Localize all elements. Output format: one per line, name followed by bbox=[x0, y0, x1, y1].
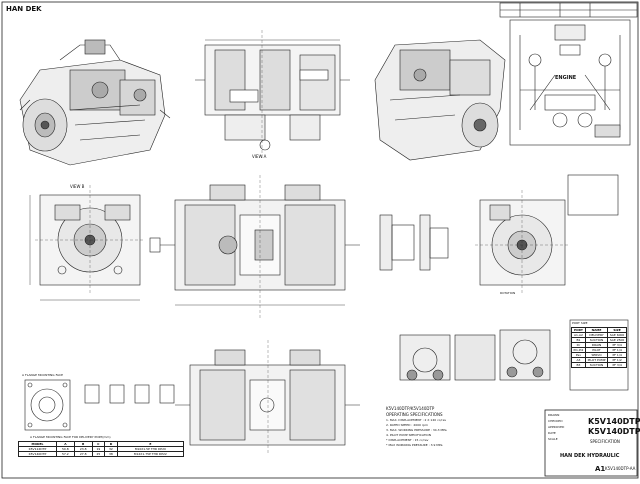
rotation-label: ROTATION bbox=[500, 291, 516, 295]
table-cell: 38 bbox=[104, 451, 118, 457]
table-cell: PF 3/4 bbox=[607, 362, 627, 368]
spec-line: 3. MAX. WORKING PRESSURE : 34.3 MPa bbox=[386, 428, 447, 432]
port-table-title: PORT SIZE bbox=[572, 321, 588, 325]
table-cell: SAE 6000 bbox=[607, 332, 627, 338]
table-cell: K5V140DTP bbox=[18, 451, 57, 457]
flange-table-title: A FLANGE MOUNTING FACE FOR DELIVERY PORT… bbox=[30, 435, 111, 439]
side-profiles bbox=[379, 214, 449, 271]
table-row: K5V140DTP 57.2 27.8 25 38 M12X1.75P THR … bbox=[18, 451, 185, 457]
small-views bbox=[399, 329, 551, 381]
table-cell: 27.8 bbox=[73, 451, 93, 457]
date-label: DATE bbox=[548, 431, 556, 435]
front-view-right bbox=[475, 190, 570, 295]
title-block-frame bbox=[544, 409, 638, 477]
plan-view-center bbox=[149, 175, 360, 320]
iso-pump-left bbox=[19, 39, 171, 166]
sheet-size: A1 bbox=[595, 465, 606, 473]
table-cell: 25 bbox=[91, 451, 106, 457]
side-view-top bbox=[195, 30, 350, 160]
spec-line: 1. MAX. DISPLACEMENT : 2 X 140 cc/rev bbox=[386, 418, 447, 422]
table-cell: B3 bbox=[571, 362, 586, 368]
scale-label: SCALE bbox=[548, 437, 558, 441]
iso-pump-right bbox=[374, 39, 506, 161]
table-cell: Pi1,Pi2 bbox=[571, 347, 586, 353]
view-b-label: VIEW B bbox=[70, 184, 85, 189]
approved-label: APPROVED bbox=[548, 425, 565, 429]
view-a-label: VIEW A bbox=[252, 154, 267, 159]
spec-line: 4. PILOT PUMP SPECIFICATION bbox=[386, 433, 432, 437]
spec-table-frame bbox=[567, 174, 619, 216]
plan-view-lower bbox=[175, 340, 360, 455]
spec-heading-2: OPERATING SPECIFICATIONS bbox=[386, 412, 443, 417]
spec-line: * DISPLACEMENT : 15 cc/rev bbox=[386, 438, 429, 442]
spec-heading-1: K5V140DTP/K5V140DTP bbox=[386, 406, 435, 411]
table-cell: SUCTION bbox=[584, 362, 609, 368]
engine-label: ENGINE bbox=[555, 75, 577, 81]
table-cell: M12X1.75P THR DP22 bbox=[116, 451, 185, 457]
flange-face bbox=[24, 379, 175, 431]
flange-view-label: A FLANGE MOUNTING FACE bbox=[22, 373, 64, 377]
drawn-label: DRAWN bbox=[548, 413, 560, 417]
spec-line: 2. RATED SPEED : 2000 rpm bbox=[386, 423, 428, 427]
table-cell: 57.2 bbox=[55, 451, 75, 457]
hydraulic-circuit bbox=[509, 19, 631, 146]
model-title-2: K5V140DTP bbox=[588, 427, 640, 436]
table-cell: SAE 2500 bbox=[607, 337, 627, 343]
top-strip bbox=[499, 2, 638, 18]
front-view-left bbox=[29, 185, 145, 301]
spec-title: SPECIFICATION bbox=[590, 439, 620, 444]
table-cell: PILOT PUMP bbox=[584, 357, 609, 363]
company-name: HAN DEK HYDRAULIC bbox=[560, 453, 620, 459]
spec-table-frame-2 bbox=[569, 319, 629, 391]
drawing-number: K5V140DTP-AA bbox=[605, 466, 636, 471]
flange-table: MODEL A B C D E K5V112DTP 50.8 23.8 19 3… bbox=[18, 441, 185, 457]
checked-label: CHECKED bbox=[548, 419, 563, 423]
model-title-1: K5V140DTP bbox=[588, 417, 640, 426]
spec-line: * MAX WORKING PRESSURE : 3.9 MPa bbox=[386, 443, 443, 447]
logo: HAN DEK bbox=[6, 5, 42, 13]
